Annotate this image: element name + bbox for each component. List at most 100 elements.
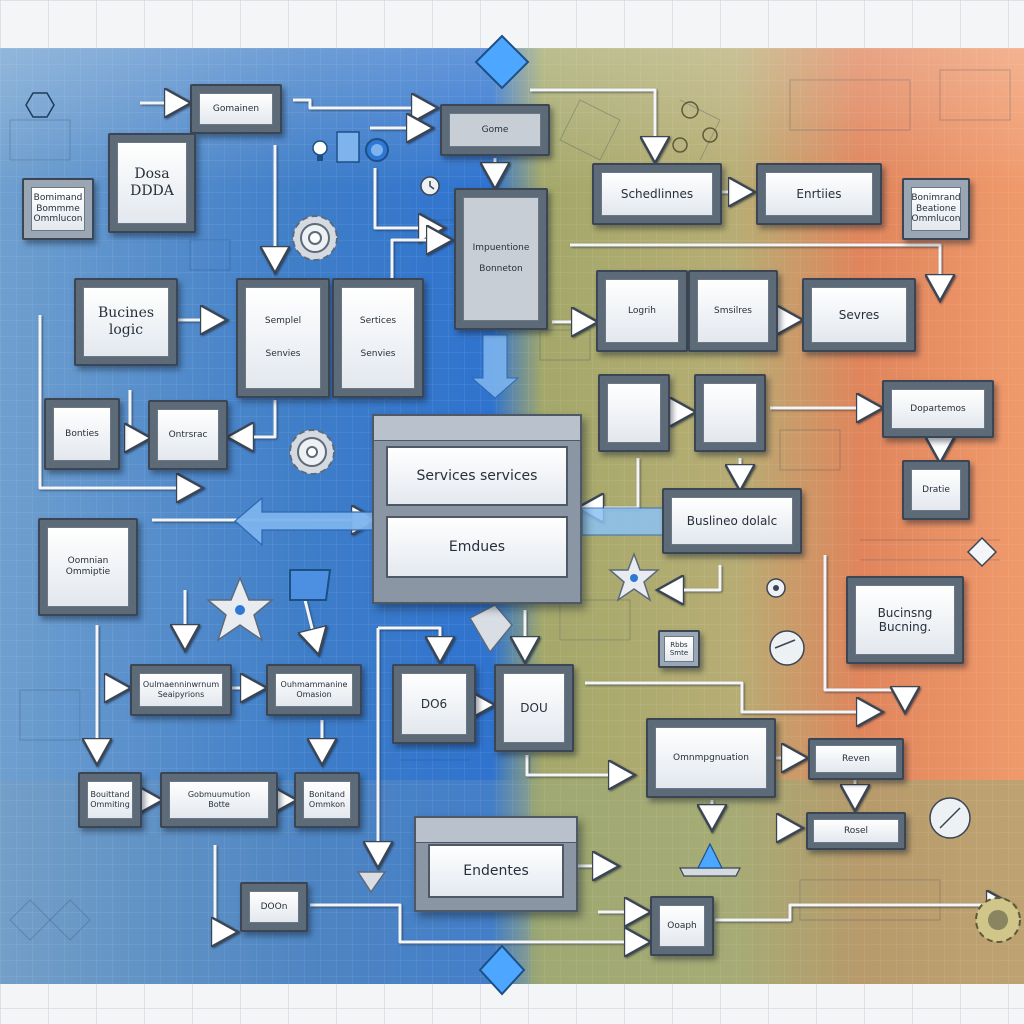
services-node: Sertices Senvies: [332, 278, 424, 398]
connector: [230, 400, 277, 437]
gear-icon: [289, 429, 335, 475]
node-label: Bonimrand Beatione Ommlucon: [911, 187, 961, 231]
dog-node: DO6: [392, 664, 476, 744]
decor-icons: [25, 92, 1021, 943]
node-label: Bouittand Ommiting: [87, 781, 133, 819]
star-icon: [205, 576, 275, 642]
square-icon: [336, 131, 360, 163]
schedules-node: Schedlinnes: [592, 163, 722, 225]
main-flow-arrow: [470, 334, 520, 399]
star-icon: [607, 551, 661, 602]
node-label: Oomnian Ommiptie: [47, 527, 129, 607]
node-label: Logrih: [605, 279, 679, 343]
implementation-node: Impuentione Bonneton: [454, 188, 548, 330]
doon-node: DOOn: [240, 882, 308, 932]
node-label: Gome: [449, 113, 541, 147]
node-label: Rbbs Smte: [664, 636, 694, 662]
core-node: Gome: [440, 104, 550, 156]
services-slot: Services services: [386, 446, 568, 506]
connector: [293, 100, 435, 108]
graph-node: Ooaph: [650, 896, 714, 956]
diamond-icon: [966, 536, 998, 568]
component-node: Gomainen: [190, 84, 282, 134]
node-label: DO6: [401, 673, 467, 735]
configuration-node: Oulmaenninwrnum Seaipyrions: [130, 664, 232, 716]
endentes-slot: Endentes: [428, 844, 564, 898]
diamond-icon: [478, 944, 526, 996]
connector: [378, 626, 440, 660]
common-node: Gobmuumution Botte: [160, 772, 278, 828]
reference-node: Rbbs Smte: [658, 630, 700, 668]
node-label: [607, 383, 661, 443]
main-flow-arrow: [234, 496, 376, 547]
configuration-node: Omnmpgnuation: [646, 718, 776, 798]
empty-node: [598, 374, 670, 452]
diamond-icon: [289, 569, 332, 601]
review-node: Reven: [808, 738, 904, 780]
node-label: Sertices Senvies: [341, 287, 415, 389]
node-label: Omnmpgnuation: [655, 727, 767, 789]
connector: [215, 845, 235, 932]
business-note-node: Bonimrand Beatione Ommlucon: [902, 178, 970, 240]
node-label: Rosel: [813, 819, 899, 843]
node-label: Smsilres: [697, 279, 769, 343]
gauge-icon: [929, 797, 971, 839]
clock-icon: [420, 176, 440, 196]
business-module-node: Buslineo dolalc: [662, 488, 802, 554]
sample-services-node: Semplel Senvies: [236, 278, 330, 398]
services-node: Sevres: [802, 278, 916, 352]
node-label: Buslineo dolalc: [671, 497, 793, 545]
node-label: Gobmuumution Botte: [169, 781, 269, 819]
connector: [660, 565, 722, 590]
result-node: Rosel: [806, 812, 906, 850]
diamond-icon: [474, 34, 530, 90]
node-label: Dratie: [911, 469, 961, 511]
connector: [585, 681, 880, 712]
globe-icon: [365, 138, 389, 162]
flame-icon: [679, 842, 741, 877]
connector: [373, 168, 442, 228]
connector: [530, 88, 655, 160]
diamond-icon: [356, 871, 387, 894]
connector: [580, 458, 640, 508]
business-node: Bonties: [44, 398, 120, 470]
decor-diamonds: [356, 34, 998, 996]
dependencies-node: Dopartemos: [882, 380, 994, 438]
panel-cap: [374, 416, 580, 441]
data-node: Dratie: [902, 460, 970, 520]
node-label: DOOn: [249, 891, 299, 923]
node-label: Ontrsrac: [157, 409, 219, 461]
node-label: Bomimand Bommme Ommlucon: [31, 187, 85, 231]
node-label: Bucinsng Bucning.: [855, 585, 955, 655]
lightbulb-icon: [312, 140, 328, 161]
connector: [305, 599, 318, 652]
connector: [525, 755, 632, 775]
gear-icon: [975, 897, 1021, 943]
node-label: Bonties: [53, 407, 111, 461]
business-note-node: Bomimand Bommme Ommlucon: [22, 178, 94, 240]
business-note-node: Bucinsng Bucning.: [846, 576, 964, 664]
main-flow-arrows: [234, 334, 666, 547]
endentes-panel: Endentes: [414, 816, 578, 912]
target-icon: [766, 578, 786, 598]
connector: [390, 240, 450, 292]
connector: [130, 390, 148, 438]
diamond-icon: [468, 604, 513, 654]
gear-icon: [292, 215, 338, 261]
configuration-node: Ouhmammanine Omasion: [266, 664, 362, 716]
node-label: Semplel Senvies: [245, 287, 321, 389]
data-node: Dosa DDDA: [108, 133, 196, 233]
empty-node: [694, 374, 766, 452]
entities-node: Enrtiies: [756, 163, 882, 225]
connector: [570, 243, 940, 298]
connector: [823, 555, 905, 710]
node-label: Dosa DDDA: [117, 142, 187, 224]
orders-node: Ontrsrac: [148, 400, 228, 470]
dou-node: DOU: [494, 664, 574, 752]
node-label: Ouhmammanine Omasion: [275, 673, 353, 707]
node-label: Enrtiies: [765, 172, 873, 216]
business-node: Bonitand Ommkon: [294, 772, 360, 828]
node-label: Bonitand Ommkon: [303, 781, 351, 819]
node-label: Bucines logic: [83, 287, 169, 357]
